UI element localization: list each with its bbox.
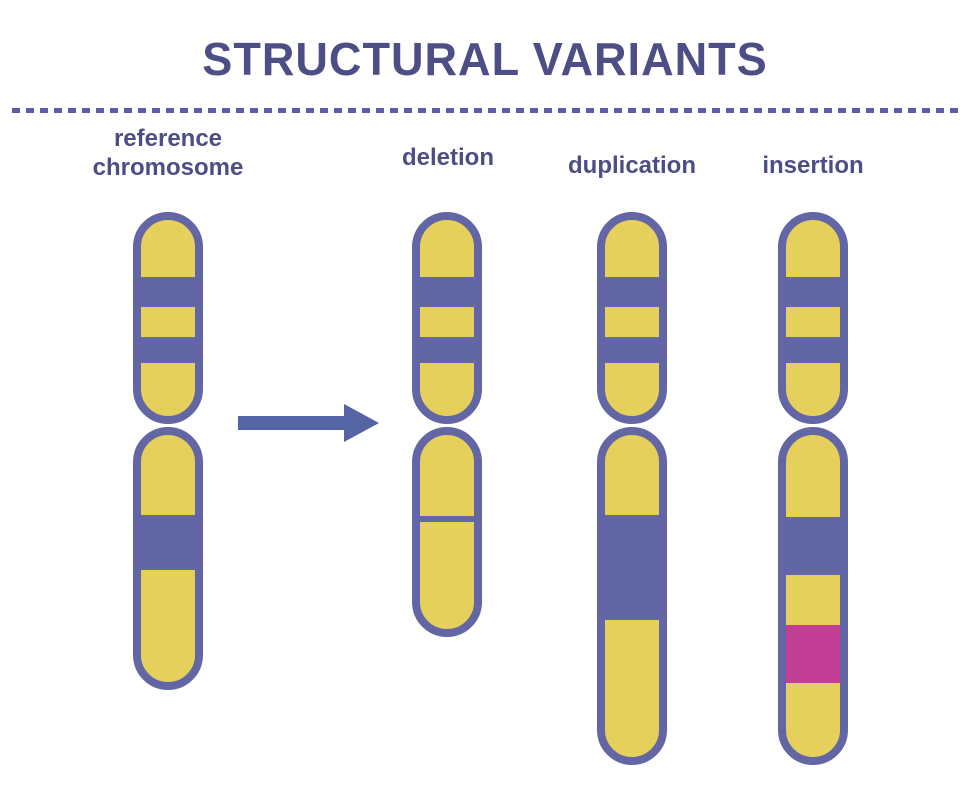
reference-chromosome xyxy=(133,212,203,690)
label-insertion: insertion xyxy=(762,152,864,179)
page-title: STRUCTURAL VARIANTS xyxy=(202,33,768,85)
dotted-divider xyxy=(12,108,958,113)
duplication-chromosome xyxy=(597,212,667,765)
deletion-junction-line xyxy=(420,516,474,522)
chromosome-band xyxy=(605,277,659,307)
chromosome-p-arm xyxy=(133,212,203,424)
chromosome-band xyxy=(141,515,195,570)
chromosome-p-arm xyxy=(412,212,482,424)
chromosome-p-arm xyxy=(597,212,667,424)
label-duplication: duplication xyxy=(568,152,696,179)
label-deletion: deletion xyxy=(401,144,494,171)
duplicated-band xyxy=(605,515,659,620)
chromosome-band xyxy=(420,277,474,307)
chromosome-band xyxy=(786,277,840,307)
chromosome-band xyxy=(420,337,474,363)
label-reference-chromosome: reference chromosome xyxy=(92,125,244,182)
chromosome-q-arm xyxy=(597,427,667,765)
chromosome-band xyxy=(605,337,659,363)
deletion-chromosome xyxy=(412,212,482,637)
inserted-segment-band xyxy=(786,625,840,683)
chromosome-band xyxy=(786,337,840,363)
chromosome-band xyxy=(141,337,195,363)
chromosome-p-arm xyxy=(778,212,848,424)
right-arrow-icon xyxy=(238,404,379,442)
chromosome-q-arm xyxy=(412,427,482,637)
chromosome-band xyxy=(141,277,195,307)
chromosome-band xyxy=(786,517,840,575)
chromosome-q-arm xyxy=(133,427,203,690)
chromosome-q-arm xyxy=(778,427,848,765)
insertion-chromosome xyxy=(778,212,848,765)
